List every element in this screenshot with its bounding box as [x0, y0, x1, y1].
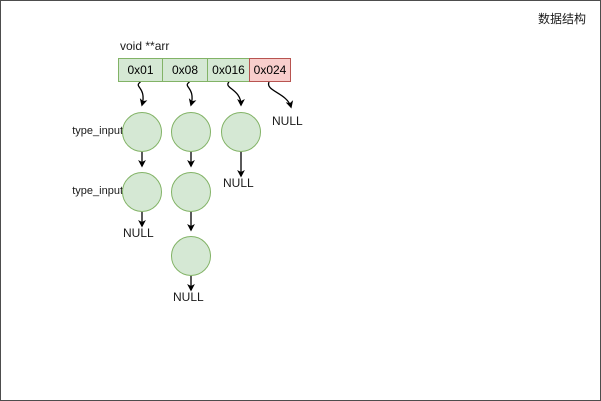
node-label-row2: type_input [72, 185, 123, 197]
edge-cell1-to-node [137, 81, 148, 107]
null-terminator-c4: NULL [272, 114, 303, 128]
array-cell-1-value: 0x08 [171, 63, 199, 77]
node-c1-r1[interactable] [122, 112, 162, 152]
edge-cell4-to-null [267, 81, 294, 109]
array-pointer-label: void **arr [120, 39, 170, 53]
edge-cell2-to-node [186, 81, 197, 107]
edge-cell3-to-node [227, 81, 245, 107]
null-terminator-c3: NULL [223, 176, 254, 190]
node-c1-r2[interactable] [122, 172, 162, 212]
array-cell-3[interactable]: 0x024 [249, 58, 291, 82]
node-label-row1: type_input [72, 125, 123, 137]
node-c3-r1[interactable] [221, 112, 261, 152]
node-c2-r3[interactable] [171, 236, 211, 276]
array-cell-2-value: 0x016 [212, 63, 245, 77]
array-cell-1[interactable]: 0x08 [162, 58, 208, 82]
array-cell-0-value: 0x01 [127, 63, 154, 77]
null-terminator-c1: NULL [123, 226, 154, 240]
node-c2-r1[interactable] [171, 112, 211, 152]
array-cell-2[interactable]: 0x016 [207, 58, 250, 82]
node-c2-r2[interactable] [171, 172, 211, 212]
page-title: 数据结构 [537, 12, 586, 26]
null-terminator-c2: NULL [173, 290, 204, 304]
array-cell-0[interactable]: 0x01 [118, 58, 163, 82]
array-cell-3-value: 0x024 [253, 63, 287, 77]
